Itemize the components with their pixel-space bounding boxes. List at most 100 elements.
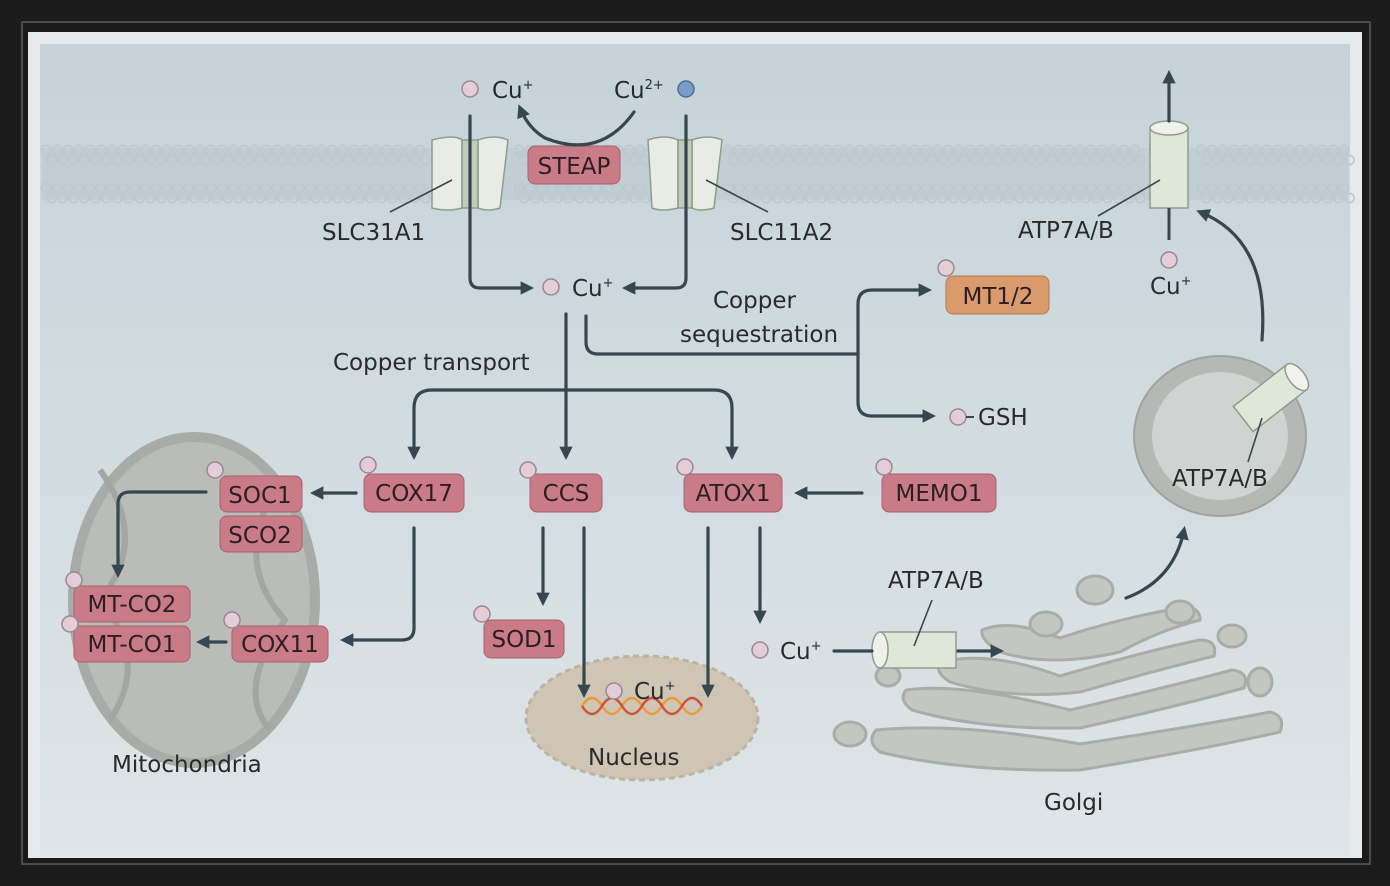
lipid-head [882,154,893,166]
lipid-head [1338,182,1350,194]
lipid-head [1344,192,1355,204]
lipid-head [876,182,888,194]
lipid-head [1052,182,1064,194]
lipid-head [200,192,211,204]
lipid-head [293,182,305,194]
lipid-head [854,144,866,156]
lipid-head [981,192,992,204]
lipid-head [948,192,959,204]
lipid-head [106,182,118,194]
mtco2-cu-ion [65,571,83,589]
lipid-head [931,182,943,194]
lipid-head [271,144,283,156]
lipid-head [222,192,233,204]
lipid-head [376,154,387,166]
lipid-head [1261,144,1273,156]
lipid-head [1294,144,1306,156]
lipid-head [1069,192,1080,204]
lipid-head [194,144,206,156]
lipid-head [986,182,998,194]
atp7ab-membrane-leader [1097,179,1161,217]
lipid-head [414,182,426,194]
lipid-head [920,182,932,194]
lipid-head [68,192,79,204]
lipid-head [794,154,805,166]
lipid-head [1030,182,1042,194]
lipid-head [959,154,970,166]
lipid-head [1333,154,1344,166]
lipid-head [403,182,415,194]
lipid-head [420,154,431,166]
lipid-head [282,182,294,194]
lipid-head [1074,144,1086,156]
lipid-head [1008,144,1020,156]
lipid-head [1091,192,1102,204]
lipid-head [975,182,987,194]
lipid-head [805,154,816,166]
lipid-head [178,192,189,204]
lipid-head [277,192,288,204]
lipid-head [156,192,167,204]
gsh-cu-ion [949,408,967,426]
lipid-head [882,192,893,204]
lipid-head [79,192,90,204]
lipid-head [733,144,745,156]
cu1-nucleus-label: Cu+ [634,679,676,705]
lipid-head [172,182,184,194]
atp7ab-golgi-channel [871,631,957,669]
lipid-head [1107,144,1119,156]
lipid-head [1206,144,1218,156]
lipid-head [293,144,305,156]
lipid-head [805,192,816,204]
lipid-head [57,192,68,204]
lipid-head [1272,144,1284,156]
soc1-label: SOC1 [228,483,291,509]
lipid-head [409,192,420,204]
steap-label: STEAP [538,154,611,180]
lipid-head [1201,192,1212,204]
lipid-head [1129,144,1141,156]
copper-sequestration-label-2: sequestration [680,322,838,348]
lipid-head [799,182,811,194]
cu1-ion-golgi [751,641,769,659]
lipid-head [1212,192,1223,204]
ccs-cu-ion [519,461,537,479]
lipid-head [398,192,409,204]
lipid-head [150,182,162,194]
mt12-protein [945,275,1050,315]
vesicle [1133,355,1310,517]
lipid-head [172,144,184,156]
lipid-head [623,182,635,194]
lipid-head [1316,144,1328,156]
lipid-head [123,154,134,166]
lipid-head [266,154,277,166]
lipid-head [739,154,750,166]
lipid-head [112,154,123,166]
lipid-head [1124,154,1135,166]
lipid-head [1305,182,1317,194]
lipid-head [1223,154,1234,166]
lipid-head [618,192,629,204]
lipid-head [1217,182,1229,194]
lipid-head [370,182,382,194]
lipid-head [1096,144,1108,156]
lipid-head [57,154,68,166]
lipid-head [145,154,156,166]
atp7ab-golgi-label: ATP7A/B [888,568,984,594]
lipid-head [541,192,552,204]
lipid-head [1234,192,1245,204]
lipid-head [783,192,794,204]
lipid-head [282,144,294,156]
lipid-head [1195,144,1207,156]
soc1-to-mtco2-arrow [111,490,208,579]
lipid-head [244,192,255,204]
lipid-head [381,144,393,156]
lipid-head [755,144,767,156]
lipid-head [755,182,767,194]
lipid-head [244,154,255,166]
lipid-head [315,144,327,156]
lipid-head [997,182,1009,194]
lipid-head [612,182,624,194]
lipid-head [898,144,910,156]
